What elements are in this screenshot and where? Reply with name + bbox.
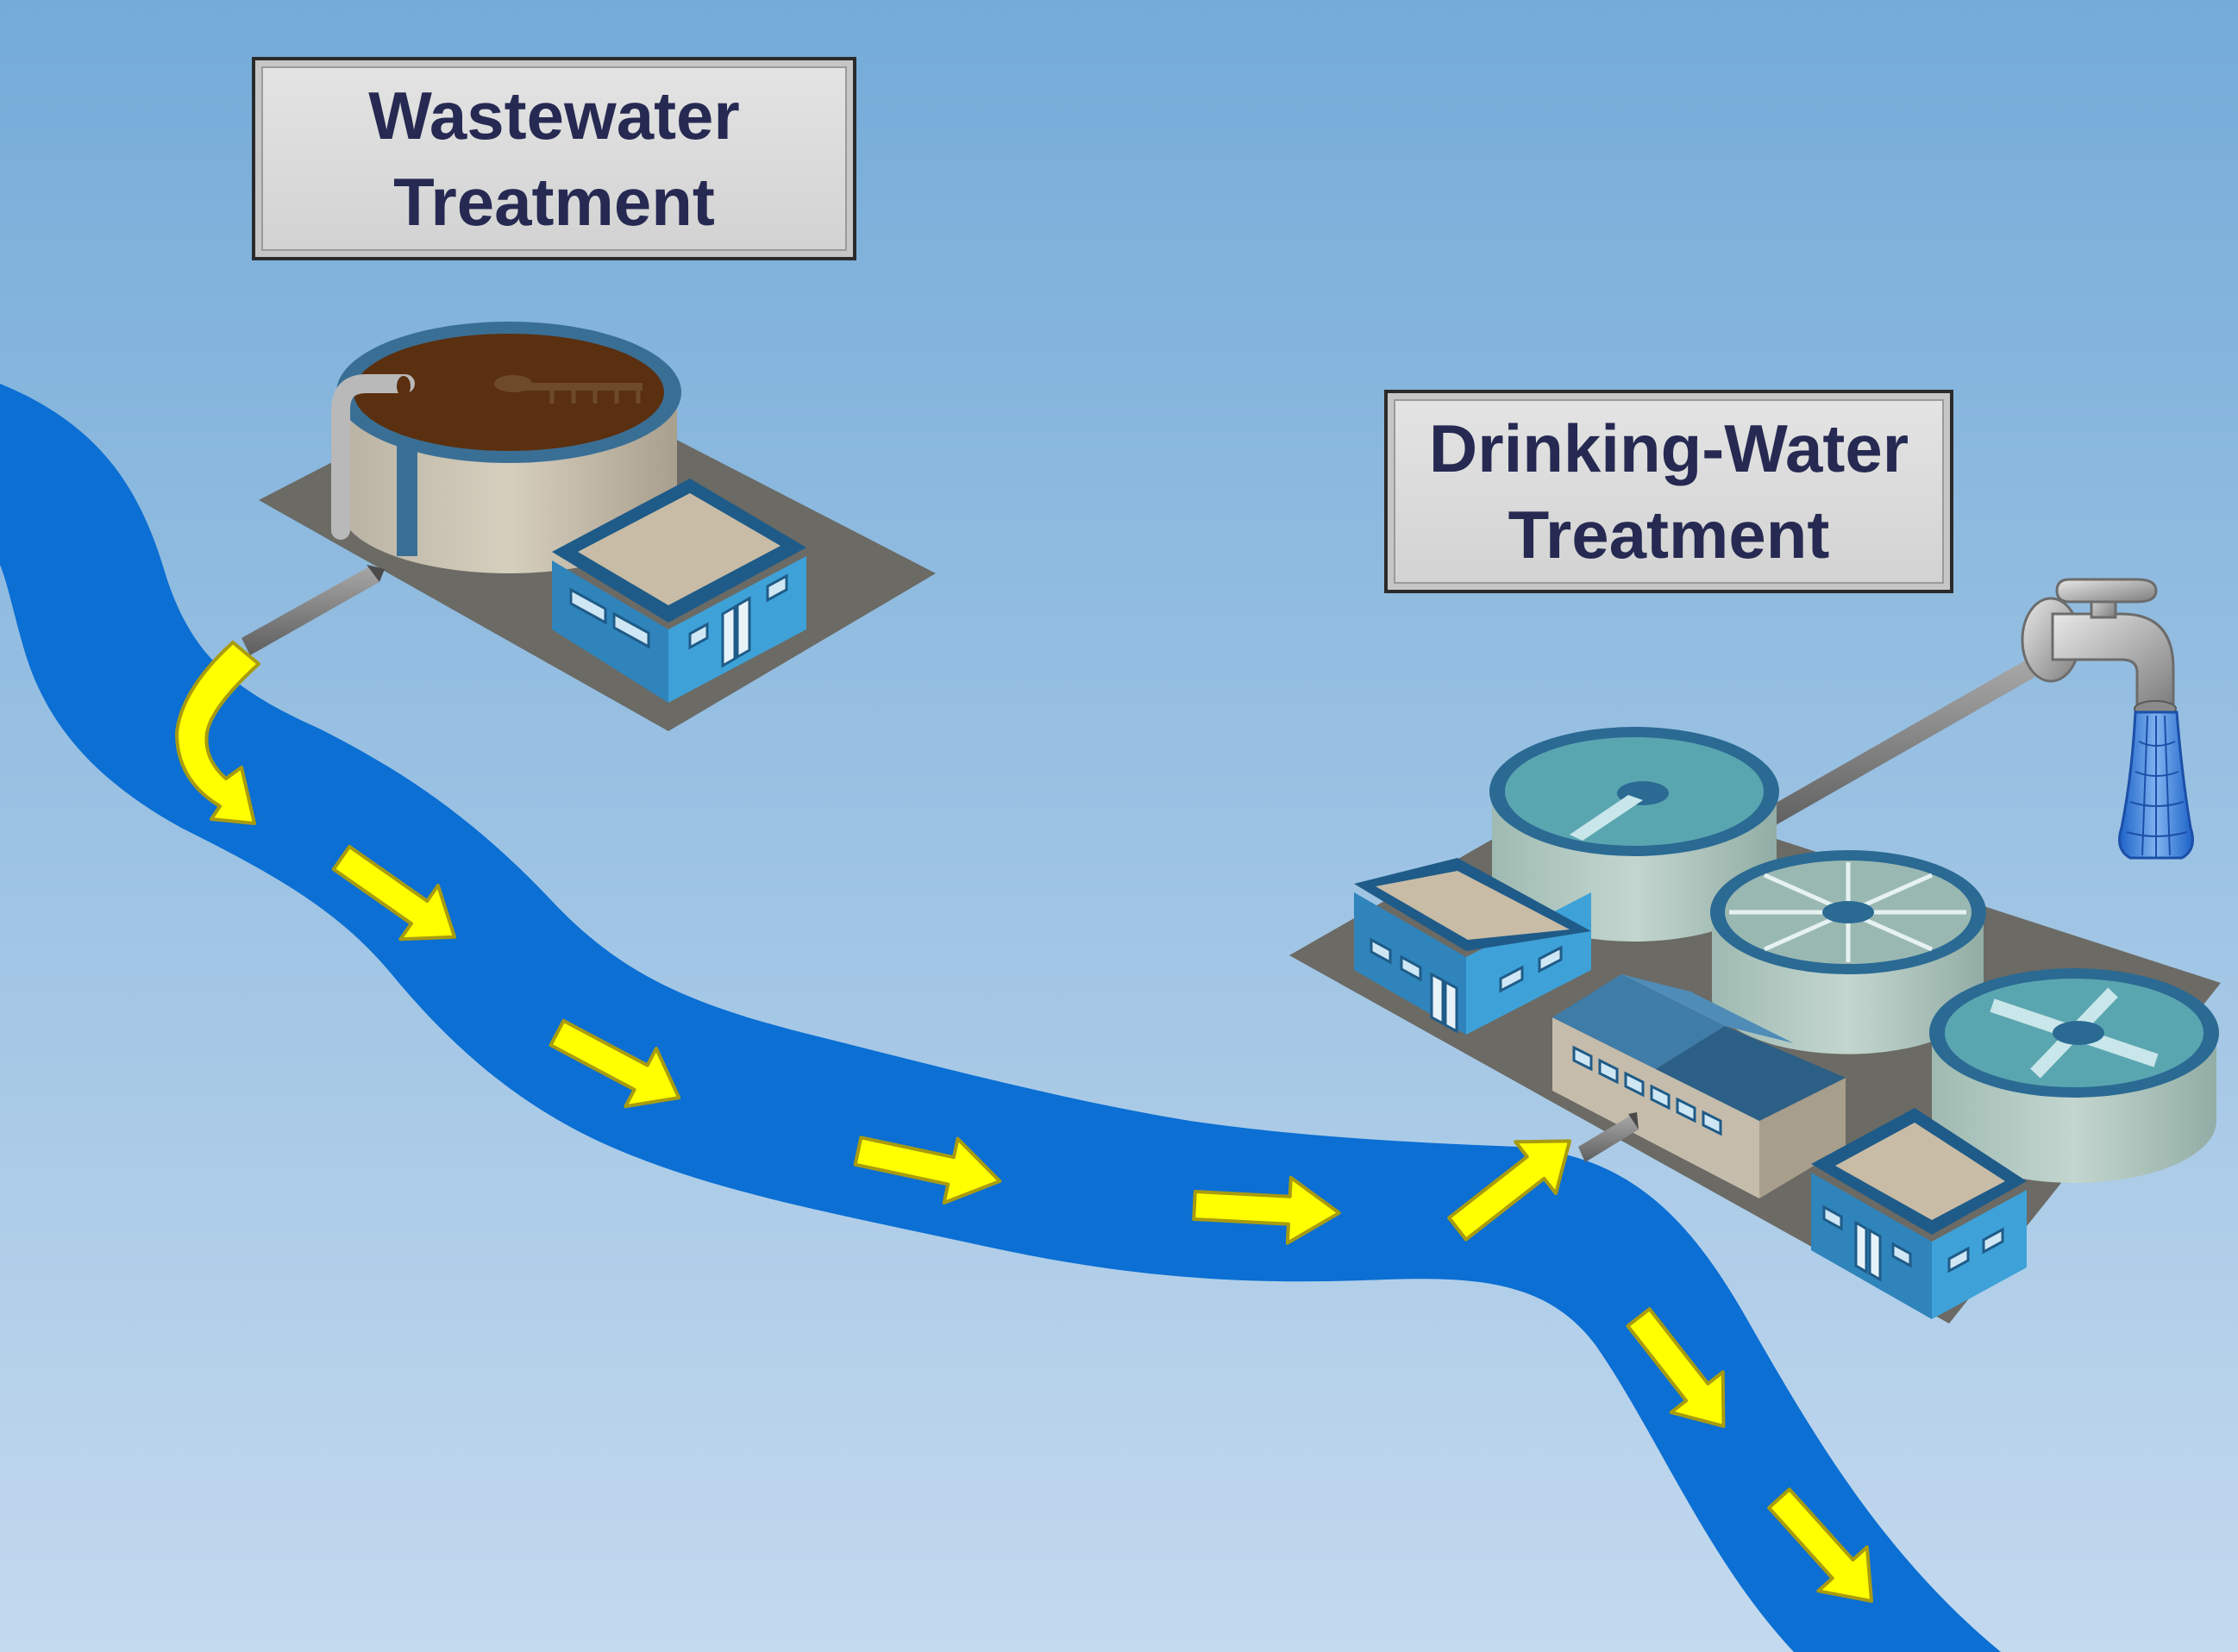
wastewater-inlet-pipe [331, 374, 415, 540]
wastewater-treatment-label: Wastewater Treatment [252, 57, 856, 260]
water-stream [2118, 710, 2194, 860]
flow-arrow-icon [549, 1018, 681, 1109]
dw-building-door [1854, 1220, 1882, 1282]
ww-building-roof [578, 493, 780, 605]
pump-house-roof-1 [1552, 974, 1725, 1069]
dw-building-windows [1822, 1205, 2004, 1273]
water-stream-lines [2126, 715, 2188, 858]
ww-building-windows [569, 573, 788, 650]
flow-arrows [175, 641, 1874, 1603]
flow-arrow-icon [1626, 1307, 1726, 1429]
rake-teeth [549, 391, 641, 404]
ww-building-door [721, 596, 751, 668]
pump-house-roof-3 [1621, 974, 1794, 1043]
wastewater-label-line1: Wastewater [368, 78, 740, 153]
dw-intake-pipe [1578, 1115, 1639, 1162]
tank-sludge [354, 334, 664, 451]
flow-arrow-icon [1192, 1175, 1341, 1245]
dw-office-roof [1376, 871, 1570, 940]
pump-house-side [1759, 1078, 1846, 1198]
drinking-water-plant [1289, 660, 2221, 1323]
dw-building-roof [1835, 1123, 2005, 1220]
faucet-icon [2021, 578, 2177, 717]
flow-arrow-icon [1767, 1487, 1874, 1603]
drinking-label-line2: Treatment [1508, 497, 1830, 573]
rake-arm [513, 383, 643, 391]
clarifier-3-hub [2053, 1021, 2104, 1045]
faucet-handle [2055, 578, 2158, 604]
clarifier-1-arm [1570, 795, 1643, 841]
dw-office-windows [1370, 937, 1563, 993]
wastewater-plant [241, 322, 936, 731]
flow-arrow-icon [331, 844, 457, 942]
inlet-pipe-mouth [397, 376, 411, 397]
pump-house-roof-2 [1656, 1026, 1846, 1121]
flow-arrow-icon [1447, 1139, 1572, 1242]
faucet-supply-pipe [1755, 660, 2035, 832]
flow-arrow-icon [175, 641, 260, 825]
flow-arrow-icon [853, 1136, 1002, 1205]
pump-house-windows [1572, 1045, 1722, 1136]
dw-intake-cap [1628, 1112, 1639, 1129]
faucet-body [2051, 612, 2175, 709]
dw-building-front [1932, 1190, 2027, 1319]
wastewater-outlet-pipe [241, 565, 379, 655]
clarifier-2-hub [1822, 901, 1874, 923]
pipe-cap [367, 565, 385, 582]
drinking-water-treatment-label: Drinking-Water Treatment [1384, 390, 1953, 593]
drinking-label-line1: Drinking-Water [1428, 410, 1909, 486]
wastewater-label-line2: Treatment [393, 164, 715, 240]
dw-office-door [1430, 972, 1458, 1034]
